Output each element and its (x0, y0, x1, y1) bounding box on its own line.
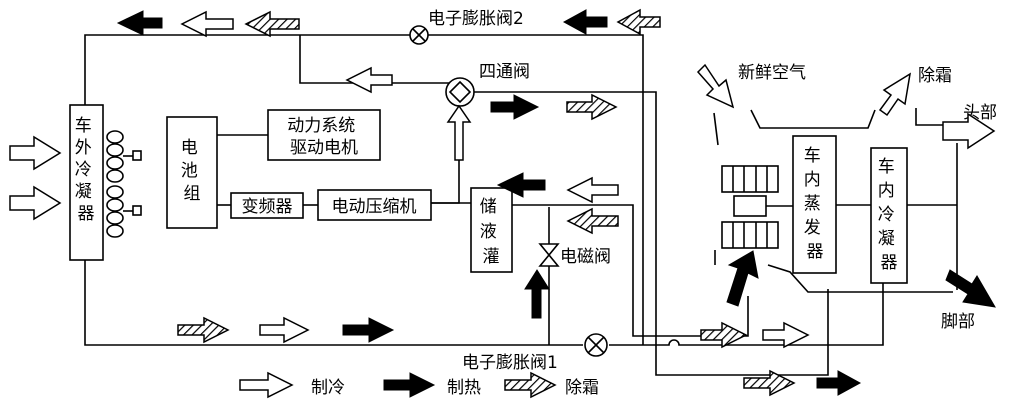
heating-arrow (562, 9, 608, 35)
inverter: 变频器 (230, 192, 304, 219)
evaporator-label: 车 内 蒸 发 器 (804, 146, 826, 262)
defrost-arrow (616, 8, 661, 36)
defrost-arrow (566, 207, 619, 235)
receiver-tank: 储 液 灌 (470, 187, 513, 273)
defrost-outlet-arrow (878, 72, 912, 117)
air-inlet-arrow (9, 185, 62, 221)
expansion-valve-2-label: 电子膨胀阀2 (428, 9, 524, 29)
battery-pack-label: 电 池 组 (181, 138, 203, 204)
heating-arrow (342, 317, 395, 343)
defrost-arrow (244, 10, 300, 38)
battery-pack: 电 池 组 (166, 116, 218, 229)
cooling-arrow (762, 321, 810, 349)
defrost-arrow (700, 321, 748, 349)
legend-cooling-icon (239, 371, 294, 399)
indoor-condenser: 车 内 冷 凝 器 (870, 147, 908, 284)
cooling-arrow (345, 66, 393, 94)
pipes (84, 34, 958, 376)
heating-arrow (524, 269, 550, 319)
four-way-valve (445, 77, 475, 107)
fresh-air-arrow (696, 63, 735, 109)
fresh-air-label: 新鲜空气 (738, 63, 806, 83)
inverter-label: 变频器 (242, 197, 293, 217)
cooling-arrow (566, 176, 619, 204)
compressor-label: 电动压缩机 (332, 197, 417, 217)
foot-outlet-arrow (945, 269, 996, 308)
heating-arrow (116, 10, 163, 36)
heating-arrow (496, 172, 546, 198)
legend-heating-icon (383, 372, 436, 398)
outdoor-condenser: 车 外 冷 凝 器 (69, 104, 104, 261)
outdoor-condenser-label: 车 外 冷 凝 器 (75, 116, 97, 224)
air-inlet-arrow (9, 135, 62, 171)
defrost-outlet-label: 除霜 (918, 66, 952, 86)
drive-motor-label: 动力系统 驱动电机 (287, 116, 360, 158)
cooling-arrow (446, 104, 472, 161)
defrost-arrow (177, 316, 230, 344)
condenser-fans (106, 130, 142, 238)
electric-compressor: 电动压缩机 (317, 189, 432, 221)
receiver-label: 储 液 灌 (480, 197, 502, 267)
defrost-arrow (743, 369, 796, 397)
heating-arrow (490, 94, 540, 120)
defrost-arrow (566, 93, 618, 121)
drive-motor: 动力系统 驱动电机 (267, 109, 381, 161)
cooling-arrow (180, 10, 234, 38)
four-way-valve-label: 四通阀 (479, 62, 530, 82)
indoor-condenser-label: 车 内 冷 凝 器 (878, 157, 900, 273)
fan-icon (106, 130, 142, 183)
fan-icon (106, 185, 142, 238)
legend: 制冷 制热 除霜 (239, 371, 599, 399)
head-outlet-arrow (942, 112, 996, 150)
legend-defrost-label: 除霜 (565, 378, 599, 398)
legend-defrost-icon (504, 371, 557, 399)
blower-icon (721, 165, 793, 249)
legend-cooling-label: 制冷 (311, 378, 345, 398)
heating-arrow (816, 370, 862, 396)
expansion-valve-1-label: 电子膨胀阀1 (462, 353, 558, 373)
indoor-evaporator: 车 内 蒸 发 器 (792, 135, 837, 274)
expansion-valve-1 (584, 333, 608, 357)
legend-heating-label: 制热 (447, 378, 481, 398)
cooling-arrow (259, 316, 310, 344)
expansion-valve-2 (409, 25, 429, 45)
solenoid-valve (538, 243, 560, 267)
solenoid-valve-label: 电磁阀 (560, 247, 611, 267)
foot-outlet-label: 脚部 (941, 312, 975, 332)
blower-inlet-arrow (726, 250, 759, 307)
